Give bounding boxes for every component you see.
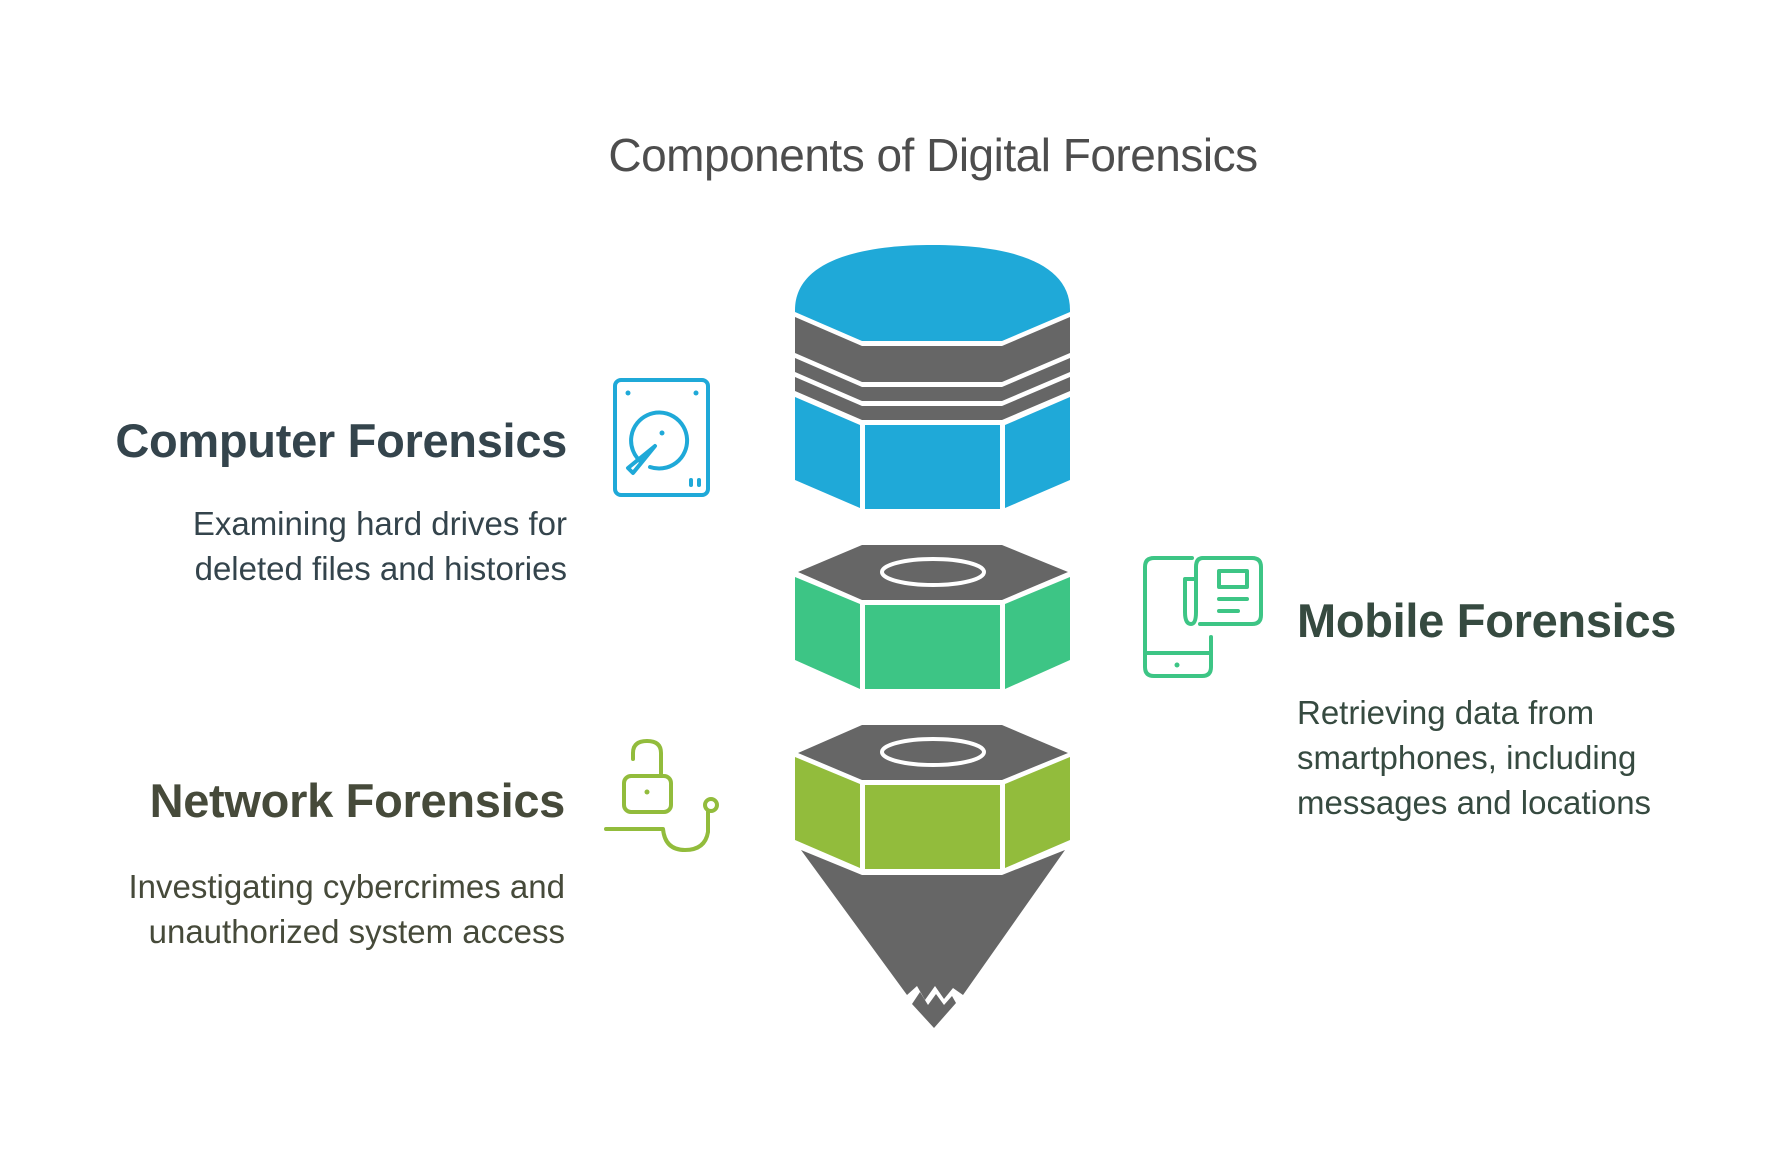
mobile-section-top (798, 545, 1068, 600)
mobile-body-right-face (1005, 577, 1070, 689)
pencil-section-network (795, 725, 1070, 1028)
description-line: unauthorized system access (148, 913, 565, 950)
description-line: smartphones, including (1297, 739, 1637, 776)
hard-drive-icon (613, 378, 710, 497)
mobile-section-ring (880, 557, 986, 587)
network-body-front-face (865, 785, 1000, 869)
network-forensics-description: Investigating cybercrimes and unauthoriz… (128, 864, 565, 954)
pencil-section-mobile (795, 545, 1070, 689)
description-line: Investigating cybercrimes and (128, 868, 565, 905)
ferrule-band-2 (795, 358, 1070, 401)
description-line: Retrieving data from (1297, 694, 1595, 731)
mobile-body-front-face (865, 605, 1000, 689)
mobile-forensics-heading: Mobile Forensics (1297, 594, 1677, 647)
mobile-document-icon (1143, 556, 1263, 678)
description-line: deleted files and histories (194, 550, 567, 587)
pencil-cone (801, 850, 1065, 1000)
description-line: messages and locations (1297, 784, 1652, 821)
description-line: Examining hard drives for (192, 505, 567, 542)
computer-body-right-face (1005, 397, 1070, 508)
unlocked-padlock-network-icon (604, 739, 719, 852)
network-section-top (798, 725, 1068, 780)
network-body-right-face (1005, 757, 1070, 868)
computer-body-front-face (865, 425, 1000, 509)
pencil-eraser-section-computer (795, 245, 1070, 509)
eraser-dome (795, 245, 1070, 341)
ferrule-band-1 (795, 317, 1070, 382)
mobile-body-left-face (795, 577, 860, 689)
computer-forensics-heading: Computer Forensics (115, 414, 567, 467)
ferrule-band-3 (795, 377, 1070, 420)
network-section-ring (880, 737, 986, 767)
pencil-lead-tip (912, 992, 956, 1028)
diagram-title: Components of Digital Forensics (608, 129, 1258, 181)
network-body-left-face (795, 757, 860, 868)
computer-body-left-face (795, 397, 860, 508)
network-forensics-heading: Network Forensics (149, 774, 566, 827)
computer-forensics-description: Examining hard drives for deleted files … (193, 501, 567, 591)
mobile-forensics-description: Retrieving data from smartphones, includ… (1297, 690, 1651, 825)
